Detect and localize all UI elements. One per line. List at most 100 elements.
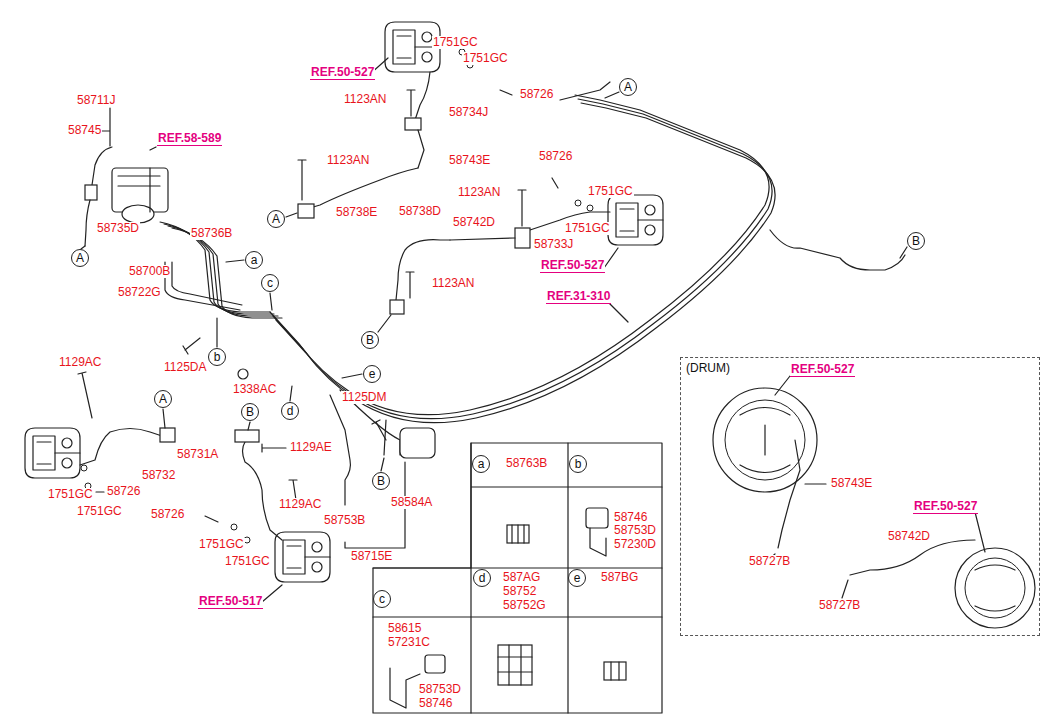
brake-lines <box>172 262 242 305</box>
front-caliper-top <box>500 90 512 95</box>
node-text: d <box>287 404 294 418</box>
node-text: A <box>76 251 84 265</box>
callout-circle: A <box>267 210 285 228</box>
brake-lines <box>330 395 350 505</box>
part-number: 58615 <box>387 622 422 635</box>
part-number: 1751GC <box>76 505 123 518</box>
node-text: B <box>366 333 374 347</box>
part-number: 1129AC <box>278 498 322 511</box>
parts-table <box>390 668 420 708</box>
circle-leaders <box>290 386 292 401</box>
part-number: 587BG <box>600 571 639 584</box>
part-number: 58732 <box>141 469 176 482</box>
part-number: 58752G <box>502 599 547 612</box>
front-caliper-top <box>407 90 415 116</box>
part-number: 58727B <box>748 555 791 568</box>
abs-unit <box>118 168 160 212</box>
parts-table <box>498 645 532 685</box>
circle-leaders <box>248 422 250 430</box>
callout-circle: A <box>154 390 172 408</box>
part-number: 58753D <box>418 683 462 696</box>
part-number: 1125DA <box>163 361 207 374</box>
part-number: 58742D <box>452 216 496 229</box>
part-number: 58745 <box>67 124 102 137</box>
parts-table <box>498 645 532 685</box>
node-text: A <box>624 80 632 94</box>
rear-caliper-left <box>25 428 80 478</box>
part-number: 1751GC <box>432 36 479 49</box>
brake-lines <box>276 103 775 423</box>
parts-table <box>604 662 626 680</box>
drum-brakes <box>805 483 826 484</box>
part-number: 58731A <box>176 448 219 461</box>
callout-circle: d <box>281 402 299 420</box>
circle-leaders <box>605 92 619 98</box>
reference-label: REF.50-527 <box>540 259 605 273</box>
front-caliper-right <box>552 178 558 188</box>
part-number: 1751GC <box>47 488 94 501</box>
circle-leaders <box>270 293 272 310</box>
front-caliper-right <box>396 240 450 300</box>
callout-circle: b <box>208 348 226 366</box>
part-number: 58738D <box>398 205 442 218</box>
circle-leaders <box>286 213 297 217</box>
rear-caliper-bottom <box>262 444 286 452</box>
part-number: 1751GC <box>224 555 271 568</box>
rear-caliper-bottom <box>289 480 297 500</box>
callout-circle: B <box>241 403 259 421</box>
circle-leaders <box>381 458 384 471</box>
circle-leaders <box>81 92 907 471</box>
brake-lines <box>160 222 270 312</box>
drum-brakes <box>775 376 790 395</box>
parts-table <box>373 443 662 713</box>
callout-circle: c <box>261 274 279 292</box>
drum-brakes <box>713 376 1035 628</box>
parts-table <box>512 525 524 543</box>
part-number: 58746 <box>613 511 648 524</box>
front-caliper-right <box>587 205 593 211</box>
circle-leaders <box>342 374 362 378</box>
part-number: 57230D <box>613 538 657 551</box>
part-number: 1338AC <box>232 383 277 396</box>
parts-table <box>590 528 606 556</box>
rear-caliper-bottom <box>243 442 283 540</box>
part-number: 1123AN <box>431 277 475 290</box>
circle-leaders <box>900 247 907 258</box>
part-number: 58735D <box>96 222 140 235</box>
node-text: B <box>246 405 254 419</box>
rear-caliper-bottom <box>275 532 330 582</box>
valve-and-fasteners <box>238 369 248 379</box>
part-number: 58734J <box>448 106 489 119</box>
drum-brakes <box>778 440 800 548</box>
part-number: 58746 <box>418 697 453 710</box>
front-caliper-right <box>406 272 414 298</box>
callout-circle: B <box>361 331 379 349</box>
valve-and-fasteners <box>610 304 628 322</box>
front-caliper-right <box>390 178 663 314</box>
abs-unit <box>85 185 97 200</box>
part-number: 58743E <box>830 477 873 490</box>
abs-unit <box>102 108 110 146</box>
brake-lines <box>560 82 610 100</box>
brake-lines <box>160 82 905 505</box>
front-caliper-right <box>518 190 526 226</box>
reference-label: REF.58-589 <box>157 132 222 146</box>
valve-and-fasteners <box>400 428 435 458</box>
brake-lines <box>270 95 769 415</box>
drum-brakes <box>955 548 1035 628</box>
abs-unit <box>85 200 90 246</box>
circle-leaders <box>226 260 244 262</box>
node-text: B <box>377 474 385 488</box>
node-text: B <box>912 234 920 248</box>
front-caliper-right <box>604 248 618 268</box>
parts-table <box>507 525 529 543</box>
drum-brakes <box>725 400 805 480</box>
part-number: 58700B <box>128 265 171 278</box>
part-number: 58726 <box>150 508 185 521</box>
valve-and-fasteners <box>183 338 200 354</box>
node-text: A <box>159 392 167 406</box>
part-number: 58753B <box>323 514 366 527</box>
region-box: (DRUM) <box>680 357 1040 636</box>
parts-table <box>611 662 619 680</box>
